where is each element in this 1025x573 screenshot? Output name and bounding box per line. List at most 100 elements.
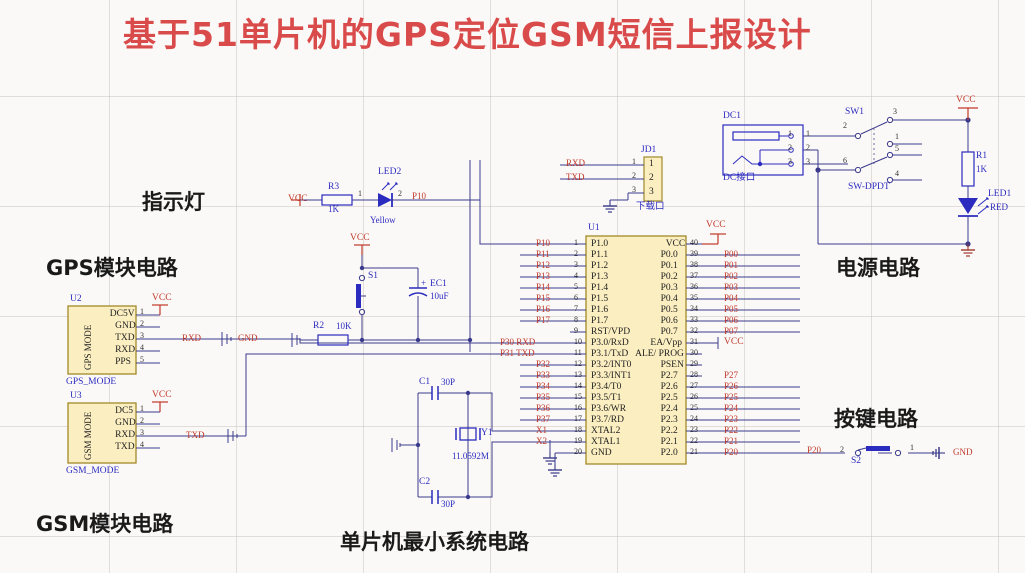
gsm-module-refdes: U3 <box>70 391 82 401</box>
mcu-right-pin-name-40: VCC <box>665 239 686 249</box>
mcu-right-pin-num-22: 22 <box>690 436 698 445</box>
y1-value: 11.0592M <box>452 451 489 461</box>
gsm-pin-num-2: 2 <box>140 416 144 425</box>
mcu-left-pin-num-7: 7 <box>574 304 578 313</box>
mcu-right-pin-name-24: P2.3 <box>660 415 678 425</box>
dc1-pin-1: 1 <box>788 129 792 138</box>
mcu-left-pin-name-6: P1.5 <box>591 294 609 304</box>
mcu-right-net-39: P00 <box>724 249 739 259</box>
mcu-left-pin-name-10: P3.0/RxD <box>591 338 629 348</box>
gps-pin-num-2: 2 <box>140 319 144 328</box>
mcu-left-pin-num-4: 4 <box>574 271 578 280</box>
download-port-pin-3: 3 <box>649 187 654 197</box>
download-port-pin-2: 2 <box>649 173 654 183</box>
gps-pin-name-5: PPS <box>115 357 131 367</box>
mcu-left-pin-name-19: XTAL1 <box>591 437 621 447</box>
mcu-left-net-15: P35 <box>536 392 551 402</box>
mcu-left-net-3: P12 <box>536 260 551 270</box>
mcu-right-net-23: P22 <box>724 425 739 435</box>
reset-vcc-label: VCC <box>350 233 370 243</box>
mcu-right-pin-num-21: 21 <box>690 447 698 456</box>
mcu-left-pin-name-15: P3.5/T1 <box>591 393 622 403</box>
r3-value: 1K <box>328 204 339 214</box>
mcu-left-net-16: P36 <box>536 403 551 413</box>
mcu-right-pin-name-37: P0.2 <box>660 272 678 282</box>
mcu-left-pin-num-10: 10 <box>574 337 582 346</box>
gps-pin-name-3: TXD <box>115 333 135 343</box>
mcu-left-net-4: P13 <box>536 271 551 281</box>
gps-module-name: GPS_MODE <box>66 377 117 387</box>
mcu-right-net-36: P03 <box>724 282 739 292</box>
mcu-left-net-2: P11 <box>536 249 550 259</box>
s1-refdes: S1 <box>368 271 379 281</box>
mcu-left-pin-num-9: 9 <box>574 326 578 335</box>
zone-label-gps-module: GPS模块电路 <box>46 256 178 280</box>
mcu-right-pin-name-21: P2.0 <box>660 448 678 458</box>
mcu-right-net-34: P05 <box>724 304 739 314</box>
mcu-right-pin-name-39: P0.0 <box>660 250 678 260</box>
mcu-right-pin-name-26: P2.5 <box>660 393 678 403</box>
gsm-module-name: GSM_MODE <box>66 466 120 476</box>
mcu-right-pin-name-35: P0.4 <box>660 294 678 304</box>
gsm-pin-num-3: 3 <box>140 428 144 437</box>
r2-value: 10K <box>336 321 352 331</box>
mcu-left-net-13: P33 <box>536 370 551 380</box>
gsm-pin-name-3: RXD <box>115 430 136 440</box>
c1-value: 30P <box>441 377 456 387</box>
mcu-left-pin-num-19: 19 <box>574 436 582 445</box>
mcu-right-pin-num-39: 39 <box>690 249 698 258</box>
mcu-right-pin-num-29: 29 <box>690 359 698 368</box>
mcu-right-pin-num-31: 31 <box>690 337 698 346</box>
mcu-left-net-11: P31 TXD <box>500 348 535 358</box>
r1-value: 1K <box>976 164 987 174</box>
download-port-refdes: JD1 <box>641 145 657 155</box>
dc1-outpin-3: 3 <box>806 157 810 166</box>
c1-refdes: C1 <box>419 377 431 387</box>
mcu-left-pin-name-5: P1.4 <box>591 283 609 293</box>
sw1-pin-4: 4 <box>895 169 899 178</box>
key-pin-1: 1 <box>910 443 914 452</box>
download-port-pinnum-2: 2 <box>632 171 636 180</box>
mcu-left-pin-name-9: RST/VPD <box>591 327 631 337</box>
download-port-pinnum-1: 1 <box>632 157 636 166</box>
power-vcc-label: VCC <box>956 95 976 105</box>
gps-rxd-net: RXD <box>182 333 202 343</box>
gps-module-refdes: U2 <box>70 294 82 304</box>
indicator-vcc-label: VCC <box>288 194 308 204</box>
indicator-net-p10: P10 <box>412 191 427 201</box>
y1-refdes: Y1 <box>481 428 493 438</box>
mcu-right-net-26: P25 <box>724 392 739 402</box>
mcu-left-pin-num-8: 8 <box>574 315 578 324</box>
sw1-pin-6: 6 <box>843 156 847 165</box>
mcu-left-pin-name-11: P3.1/TxD <box>591 349 629 359</box>
mcu-left-pin-num-14: 14 <box>574 381 582 390</box>
r1-refdes: R1 <box>976 151 988 161</box>
zone-label-power: 电源电路 <box>836 256 920 280</box>
gps-pin-name-4: RXD <box>115 345 136 355</box>
mcu-right-pin-name-34: P0.5 <box>660 305 678 315</box>
mcu-left-pin-num-1: 1 <box>574 238 578 247</box>
mcu-right-pin-num-38: 38 <box>690 260 698 269</box>
c2-value: 30P <box>441 499 456 509</box>
mcu-right-net-35: P04 <box>724 293 739 303</box>
dc1-pin-2: 2 <box>788 143 792 152</box>
led2-anode-pin: 1 <box>358 189 362 198</box>
mcu-left-pin-num-15: 15 <box>574 392 582 401</box>
gsm-module-side-label: GSM MODE <box>83 411 93 460</box>
mcu-right-pin-name-36: P0.3 <box>660 283 678 293</box>
mcu-left-pin-name-4: P1.3 <box>591 272 609 282</box>
mcu-right-pin-name-38: P0.1 <box>660 261 678 271</box>
gps-pin-name-2: GND <box>115 321 136 331</box>
mcu-left-pin-num-3: 3 <box>574 260 578 269</box>
mcu-right-net-25: P24 <box>724 403 739 413</box>
gsm-txd-net: TXD <box>186 430 205 440</box>
mcu-right-pin-num-33: 33 <box>690 315 698 324</box>
mcu-right-pin-num-36: 36 <box>690 282 698 291</box>
mcu-right-pin-num-34: 34 <box>690 304 698 313</box>
mcu-left-pin-num-12: 12 <box>574 359 582 368</box>
mcu-right-net-38: P01 <box>724 260 739 270</box>
mcu-right-net-24: P23 <box>724 414 739 424</box>
mcu-left-net-12: P32 <box>536 359 551 369</box>
mcu-right-pin-num-23: 23 <box>690 425 698 434</box>
